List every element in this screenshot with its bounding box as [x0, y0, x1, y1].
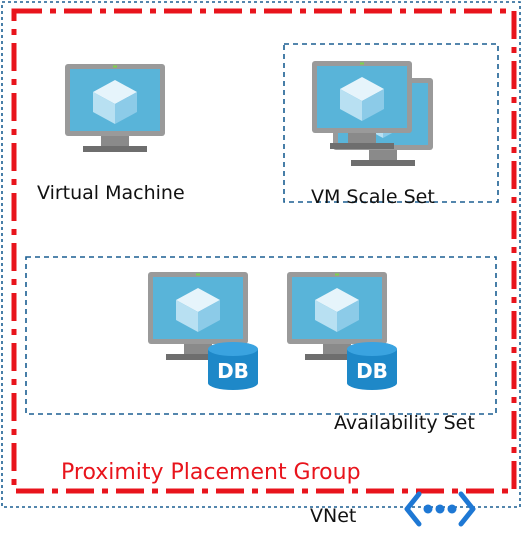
vnet-label: VNet [310, 505, 357, 527]
scale-set-icon [312, 61, 433, 166]
virtual-machine-label: Virtual Machine [37, 182, 185, 204]
vnet-connector-icon [404, 491, 476, 527]
availability-set-boundary [25, 256, 497, 415]
scale-set-boundary [283, 43, 499, 203]
availability-set-label: Availability Set [334, 412, 475, 434]
database-icon [208, 342, 258, 390]
database-icon [347, 342, 397, 390]
vm-scale-set-label: VM Scale Set [311, 186, 435, 208]
vnet-boundary [1, 1, 521, 508]
proximity-placement-group-boundary [11, 8, 517, 494]
monitor-cube-icon [65, 64, 165, 152]
proximity-placement-group-label: Proximity Placement Group [61, 460, 361, 485]
